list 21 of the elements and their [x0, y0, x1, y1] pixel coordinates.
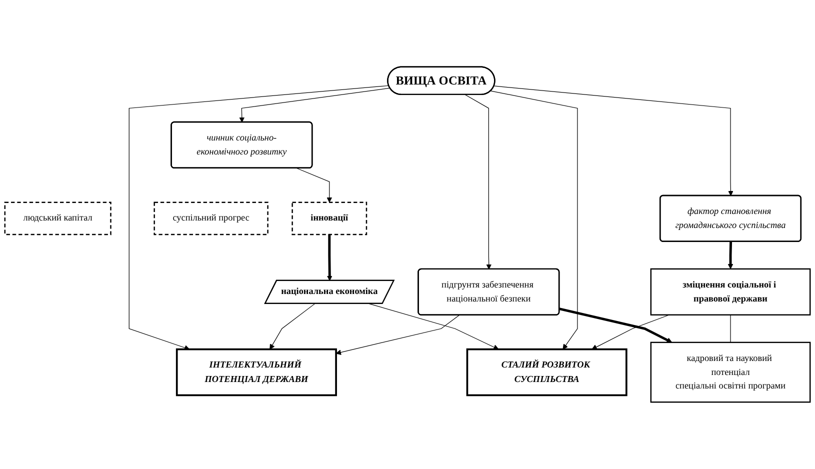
- arrow: [296, 168, 332, 203]
- arrow: [494, 86, 734, 196]
- arrow: [270, 303, 316, 350]
- node-box: суспільний прогрес: [154, 202, 268, 236]
- arrow: [464, 94, 492, 270]
- node-box: інновації: [292, 202, 368, 236]
- arrow: [239, 88, 390, 123]
- node-box: СТАЛИЙ РОЗВИТОК СУСПІЛЬСТВА: [466, 348, 628, 396]
- arrow: [728, 242, 734, 270]
- connector: [730, 314, 731, 343]
- node-box: кадровий та науковий потенціал спеціальні освітні програми: [650, 342, 811, 403]
- arrow: [592, 314, 670, 350]
- node-box: зміцнення соціальної і правової держави: [650, 268, 811, 316]
- arrow: [368, 303, 499, 350]
- node-box: людський капітал: [4, 202, 112, 236]
- arrow: [336, 314, 460, 355]
- arrow: [559, 308, 672, 343]
- node-box: ІНТЕЛЕКТУАЛЬНИЙ ПОТЕНЦІАЛ ДЕРЖАВИ: [176, 348, 337, 396]
- arrow: [490, 90, 578, 350]
- arrow: [128, 85, 390, 350]
- arrow: [326, 234, 332, 281]
